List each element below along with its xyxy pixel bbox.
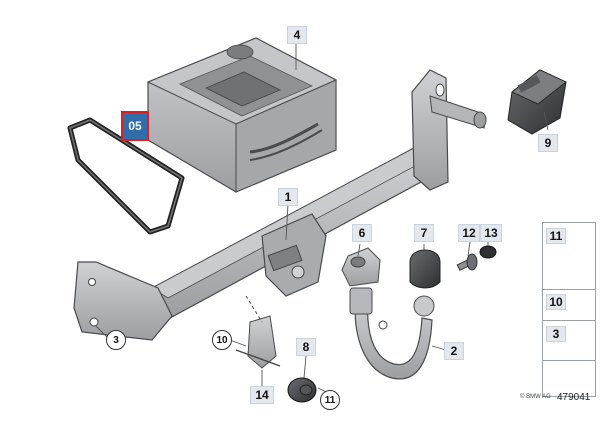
screw-part — [456, 253, 478, 271]
tow-bar-part — [73, 69, 487, 341]
callout-label-13[interactable]: 13 — [480, 224, 502, 242]
gasket-frame-part — [67, 117, 185, 235]
copyright-text: © BMW AG — [520, 394, 551, 400]
control-module-part — [507, 69, 567, 135]
callout-label-14[interactable]: 14 — [250, 386, 274, 404]
callout-label-1[interactable]: 1 — [278, 188, 298, 206]
plug-part — [479, 245, 497, 259]
callout-label-7[interactable]: 7 — [414, 224, 434, 242]
socket-holder-part — [341, 247, 381, 287]
callout-label-12[interactable]: 12 — [458, 224, 480, 242]
leader-lines — [95, 44, 549, 393]
ball-cap-part — [409, 249, 441, 289]
callout-circle-3[interactable]: 3 — [106, 330, 126, 350]
holder-bracket-part — [235, 295, 281, 369]
legend-divider-1 — [542, 289, 596, 290]
callout-circle-10[interactable]: 10 — [212, 330, 232, 350]
legend-divider-3 — [542, 360, 596, 361]
legend-label-3[interactable]: 3 — [546, 326, 566, 342]
callout-label-9[interactable]: 9 — [538, 134, 558, 152]
callout-circle-11[interactable]: 11 — [320, 390, 340, 410]
storage-tray-part — [146, 37, 338, 193]
legend-divider-2 — [542, 320, 596, 321]
legend-label-10[interactable]: 10 — [546, 294, 566, 310]
callout-label-6[interactable]: 6 — [352, 224, 372, 242]
callout-label-2[interactable]: 2 — [444, 342, 464, 360]
callout-label-4[interactable]: 4 — [287, 26, 307, 44]
callout-label-8[interactable]: 8 — [296, 338, 316, 356]
callout-label-05-selected[interactable]: 05 — [121, 111, 149, 141]
ball-neck-part — [349, 287, 435, 380]
grommet-part — [287, 377, 317, 403]
diagram-reference-number: 479041 — [557, 392, 591, 403]
legend-label-11[interactable]: 11 — [546, 228, 566, 244]
